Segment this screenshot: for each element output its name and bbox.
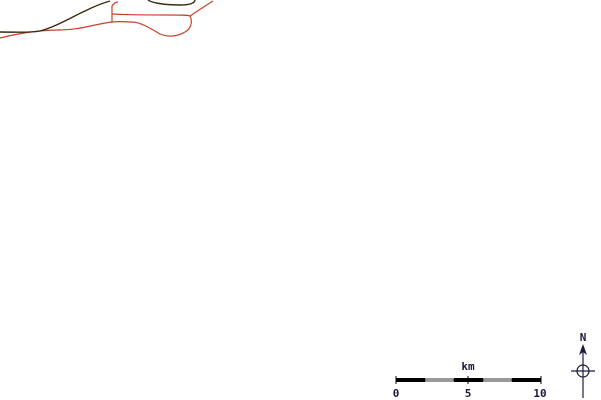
scale-tick-label-5: 5 xyxy=(465,387,472,400)
dark-road-line xyxy=(0,0,111,33)
red-boundary-line-vertical xyxy=(111,1,119,22)
dark-road-line-upper xyxy=(147,0,196,6)
map-features xyxy=(0,0,214,39)
north-label: N xyxy=(580,331,587,344)
north-arrow: N xyxy=(571,331,595,398)
scale-segment-4 xyxy=(482,378,513,382)
compass-crosshair-icon xyxy=(571,364,595,378)
scale-segment-1 xyxy=(396,378,425,382)
red-boundary-line-loop xyxy=(111,13,191,17)
scale-segment-2 xyxy=(424,378,455,382)
scale-segment-5 xyxy=(512,378,541,382)
scale-tick-label-10: 10 xyxy=(533,387,546,400)
red-boundary-line xyxy=(0,0,214,39)
scale-unit-label: km xyxy=(461,360,475,373)
scale-bar: km 0 5 10 xyxy=(393,360,547,400)
scale-tick-label-0: 0 xyxy=(393,387,400,400)
north-arrow-head-icon xyxy=(579,344,587,355)
